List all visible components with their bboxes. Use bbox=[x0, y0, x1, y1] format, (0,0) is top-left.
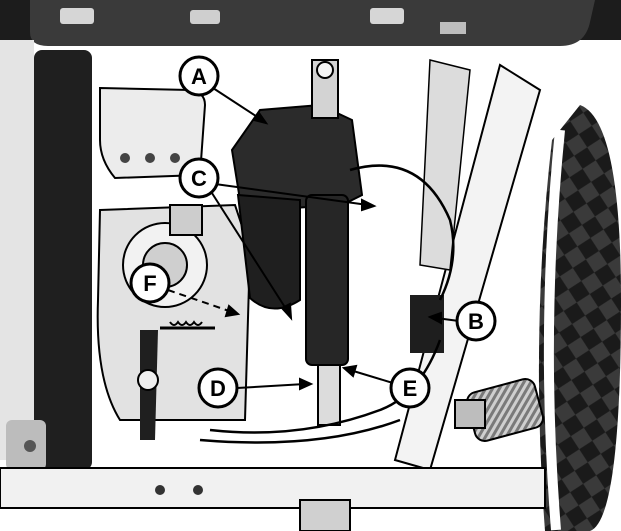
actuator-motor-housing bbox=[230, 59, 364, 210]
callout-d: D bbox=[197, 367, 239, 409]
adjuster-knob bbox=[454, 378, 545, 442]
lever-arm bbox=[137, 320, 215, 440]
callout-label: F bbox=[143, 271, 156, 296]
callout-label: D bbox=[210, 376, 226, 401]
callout-f: F bbox=[129, 262, 171, 304]
leader-lines bbox=[167, 87, 460, 391]
callout-label: E bbox=[403, 376, 418, 401]
callout-a: A bbox=[178, 55, 220, 97]
lower-frame bbox=[0, 467, 546, 531]
top-frame bbox=[0, 0, 621, 46]
left-frame-post bbox=[0, 40, 92, 470]
callout-label: C bbox=[191, 166, 207, 191]
motor-cylinder bbox=[236, 193, 301, 310]
callout-e: E bbox=[389, 367, 431, 409]
callout-b: B bbox=[455, 300, 497, 342]
transmission-housing bbox=[96, 203, 252, 421]
callout-c: C bbox=[178, 157, 220, 199]
actuator-tube bbox=[305, 194, 349, 426]
tire bbox=[538, 105, 621, 531]
callout-label: A bbox=[191, 64, 207, 89]
callout-label: B bbox=[468, 309, 484, 334]
